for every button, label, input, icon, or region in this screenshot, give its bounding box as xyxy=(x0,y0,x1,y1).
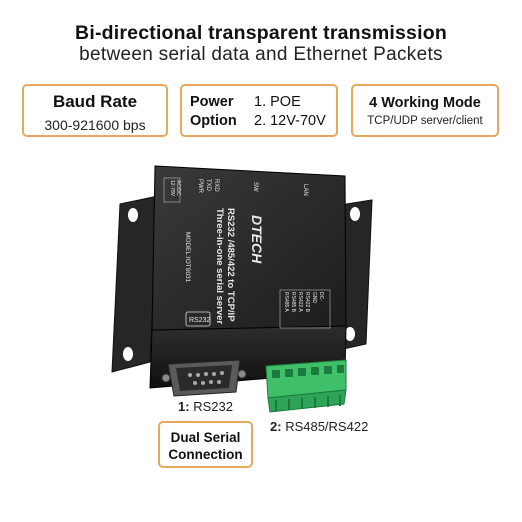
power-option-2: 2. 12V-70V xyxy=(254,113,326,129)
dual-serial-line-1: Dual Serial xyxy=(170,430,241,445)
product-line-2: Three-in-one serial server xyxy=(214,208,225,324)
power-row-1: Power 1. POE xyxy=(190,94,301,110)
led-label-txd: TXD xyxy=(205,179,211,192)
device-top-face xyxy=(151,165,347,331)
terminal-label-1: RS485 A xyxy=(283,292,289,312)
working-mode-value: TCP/UDP server/client xyxy=(367,115,483,127)
power-option-1: 1. POE xyxy=(254,94,301,110)
port-2-number: 2: xyxy=(270,419,282,434)
power-option-box: Power 1. POE Option 2. 12V-70V xyxy=(180,84,338,137)
terminal-label-6: DC- xyxy=(318,292,324,301)
port-2-name: RS485/RS422 xyxy=(285,419,369,434)
product-line-1: RS232 /485/422 to TCP/IP xyxy=(225,208,236,322)
sw-label: SW xyxy=(252,182,258,192)
model-label: MODEL:IOT9031 xyxy=(184,232,191,283)
terminal-label-5: GND xyxy=(311,292,317,304)
baud-rate-title: Baud Rate xyxy=(52,92,138,111)
port-1-name: RS232 xyxy=(193,399,233,414)
led-label-rxd: RXD xyxy=(213,179,219,192)
ac-dc-label: AC/DC xyxy=(175,180,181,196)
power-input-label: 12-78V xyxy=(169,180,175,197)
rs232-label-frame xyxy=(185,311,211,327)
headline-subtitle: between serial data and Ethernet Packets xyxy=(79,44,443,65)
port-1-number: 1: xyxy=(178,399,190,414)
terminal-label-2: RS485 B xyxy=(290,292,296,313)
db9-connector xyxy=(161,359,247,397)
power-word: Power xyxy=(190,94,234,110)
rs232-port-label: RS232 xyxy=(189,317,211,324)
terminal-label-4: RS422 B xyxy=(304,292,310,313)
working-mode-box: 4 Working Mode TCP/UDP server/client xyxy=(351,84,499,137)
headline-title: Bi-directional transparent transmission xyxy=(75,22,447,44)
brand-logo: DTECH xyxy=(249,215,265,264)
port-2-label: 2: RS485/RS422 xyxy=(270,419,368,434)
power-row-2: Option 2. 12V-70V xyxy=(190,113,326,129)
dual-serial-line-2: Connection xyxy=(168,447,243,462)
option-word: Option xyxy=(190,113,237,129)
terminal-label-3: RS422 A xyxy=(297,292,303,312)
mounting-flange-left xyxy=(111,195,159,373)
baud-rate-box: Baud Rate 300-921600 bps xyxy=(22,84,168,137)
led-label-pwr: PWR xyxy=(197,179,203,194)
port-1-label: 1: RS232 xyxy=(178,399,233,414)
lan-label: LAN xyxy=(302,184,308,196)
terminal-block xyxy=(265,359,347,413)
dual-serial-box: Dual Serial Connection xyxy=(158,421,253,468)
baud-rate-value: 300-921600 bps xyxy=(44,117,146,133)
working-mode-title: 4 Working Mode xyxy=(369,95,481,111)
